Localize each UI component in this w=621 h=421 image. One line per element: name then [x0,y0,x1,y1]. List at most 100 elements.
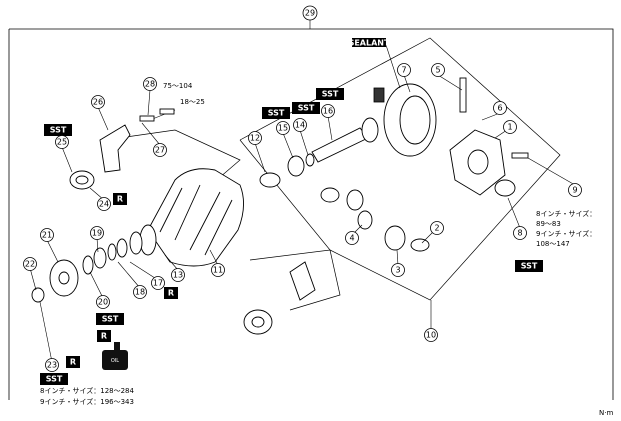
callout-circle [503,120,517,134]
torque-ring-8in-label: 8インチ・サイズ： [536,209,596,218]
assembly-callout-number: 29 [305,9,315,18]
bearing-15 [287,155,305,177]
callout-number: 23 [47,361,57,370]
bolt-27 [159,108,175,115]
bolt-28 [139,115,155,122]
drive-pinion [259,117,379,188]
side-bearing-8 [494,179,516,197]
torque-ring-9in-label: 9インチ・サイズ： [536,229,596,238]
svg-text:SST: SST [521,262,538,271]
callout-circle [91,95,105,109]
callout-circle [45,358,59,372]
lower-bracket [289,261,316,301]
svg-text:R: R [101,332,107,341]
callout-number: 2 [434,224,439,233]
callout-4: 4 [345,231,359,245]
callout-circle [40,228,54,242]
sst-tag-oil-seal: SST [96,313,124,325]
callout-circle [276,121,290,135]
callout-22: 22 [23,257,37,271]
callout-circle [96,295,110,309]
callout-number: 17 [153,279,163,288]
callout-circle [171,268,185,282]
callout-21: 21 [40,228,54,242]
pinion-gear-4 [357,210,373,230]
callout-8: 8 [513,226,527,240]
callout-number: 3 [395,266,400,275]
spacer-14 [305,153,315,167]
side-gear [346,189,364,211]
callout-number: 14 [295,121,305,130]
bearing-cap-top [373,87,385,103]
bracket-26 [99,124,131,173]
thrust-washer [320,187,340,203]
sst-tag-side-bearing: SST [515,260,543,272]
callout-number: 10 [426,331,436,340]
callout-circle [153,143,167,157]
callout-16: 16 [321,104,335,118]
callout-5: 5 [431,63,445,77]
callout-circle [151,276,165,290]
torque-bolt-28: 75～104 [163,82,193,90]
differential-case [449,129,506,196]
callout-circle [293,118,307,132]
callout-number: 12 [250,134,260,143]
callout-number: 20 [98,298,108,307]
svg-text:R: R [117,195,123,204]
sealant-tag: SEALANT [349,38,390,48]
callout-circle [143,77,157,91]
callout-23: 23 [45,358,59,372]
sst-tag-flange-nut: SST [40,373,68,385]
callout-3: 3 [391,263,405,277]
lower-bracket-outline [249,249,341,311]
replace-tag-23: R [66,356,80,368]
side-gear-3 [384,225,406,251]
callout-circle [430,221,444,235]
callout-9: 9 [568,183,582,197]
svg-text:R: R [168,289,174,298]
svg-text:SST: SST [322,90,339,99]
callout-20: 20 [96,295,110,309]
callout-number: 19 [92,229,102,238]
callout-circle [345,231,359,245]
replace-tag-17: R [164,287,178,299]
callout-number: 7 [401,66,406,75]
callout-circle [248,131,262,145]
assembly-callout-circle [302,5,318,21]
callout-10: 10 [424,328,438,342]
callout-number: 9 [572,186,577,195]
oil-can-icon: OIL [102,342,128,370]
callout-circle [23,257,37,271]
sst-tag-pinion-12: SST [262,107,290,119]
replace-tag-24: R [113,193,127,205]
diff-group-outline [239,37,561,301]
svg-text:SST: SST [102,315,119,324]
callout-circle [431,63,445,77]
callout-number: 8 [517,229,522,238]
callout-7: 7 [397,63,411,77]
callout-12: 12 [248,131,262,145]
callout-number: 1 [507,123,512,132]
carrier-housing [129,168,244,267]
ring-gear [383,83,437,157]
callout-number: 24 [99,200,109,209]
callout-1: 1 [503,120,517,134]
callout-number: 22 [25,260,35,269]
callout-number: 11 [213,266,223,275]
svg-text:SST: SST [298,104,315,113]
callout-number: 21 [42,231,52,240]
callout-14: 14 [293,118,307,132]
pinion-parts [31,238,128,303]
callout-circle [397,63,411,77]
callout-24: 24 [97,197,111,211]
callout-number: 5 [435,66,440,75]
callout-circle [568,183,582,197]
torque-ring-9in-value: 108～147 [536,240,570,248]
callout-group: 1234567891011121314151617181920212223242… [23,63,582,372]
callout-circle [97,197,111,211]
svg-text:SEALANT: SEALANT [349,39,390,48]
callout-13: 13 [171,268,185,282]
callout-27: 27 [153,143,167,157]
callout-6: 6 [493,101,507,115]
torque-bolt-27: 18～25 [180,98,205,106]
